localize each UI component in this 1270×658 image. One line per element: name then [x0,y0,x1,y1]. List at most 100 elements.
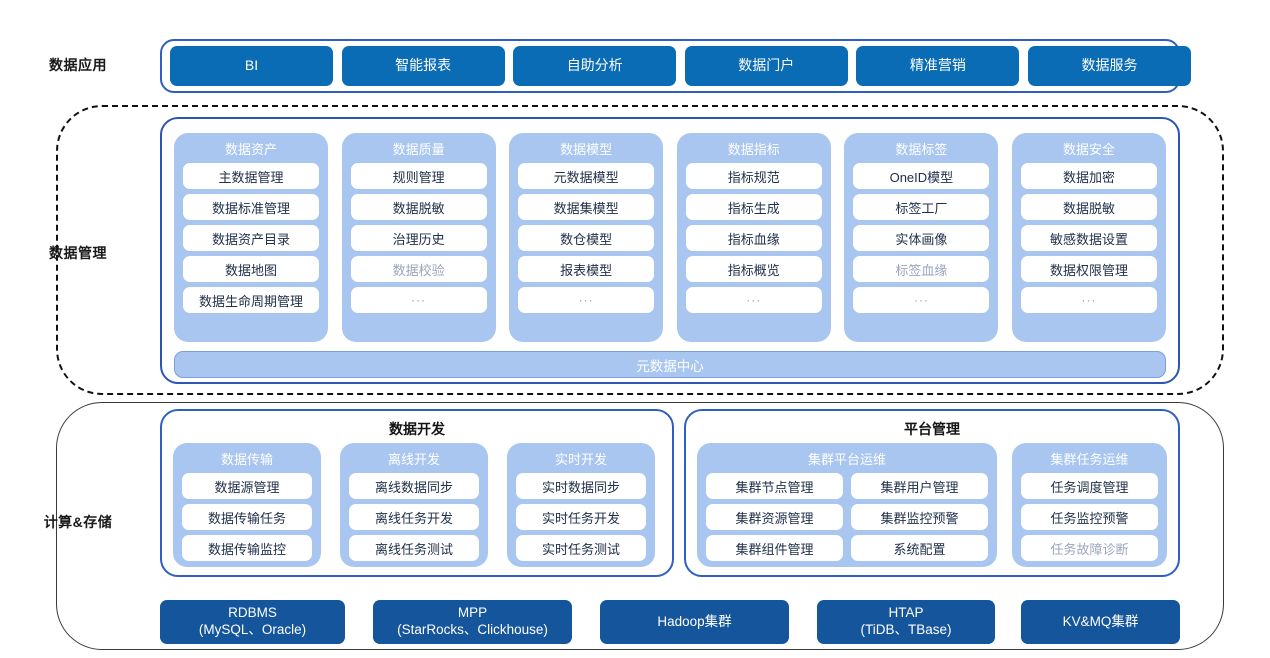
management-item[interactable]: 实体画像 [853,225,990,251]
management-group-title: 数据安全 [1062,142,1115,157]
management-group-3: 数据模型元数据模型数据集模型数仓模型报表模型··· [509,133,664,342]
data-development-group-title: 离线开发 [387,452,440,467]
platform-management-group-items: 任务调度管理任务监控预警任务故障诊断 [1012,473,1167,569]
application-button-2[interactable]: 智能报表 [341,46,505,86]
management-item[interactable]: 数据标准管理 [183,194,319,220]
management-group-2: 数据质量规则管理数据脱敏治理历史数据校验 ··· [341,133,496,342]
storage-button-name: Hadoop集群 [657,613,732,629]
management-group-items: OneID模型标签工厂实体画像标签血缘 ··· [844,163,998,321]
management-item[interactable]: 指标规范 [685,163,822,189]
management-item[interactable]: 数据资产目录 [183,225,319,251]
management-item[interactable]: 数据加密 [1021,163,1157,189]
management-group-4: 数据指标指标规范指标生成指标血缘指标概览 ··· [676,133,831,342]
management-item[interactable]: 数据权限管理 [1021,256,1157,282]
management-item[interactable]: 指标血缘 [685,225,822,251]
application-button-4[interactable]: 数据门户 [684,46,848,86]
management-item[interactable]: 主数据管理 [183,163,319,189]
data-development-group-items: 实时数据同步实时任务开发实时任务测试 [507,473,655,569]
management-item[interactable]: 指标概览 [685,256,822,282]
management-item[interactable]: 元数据模型 [518,163,655,189]
storage-button-5[interactable]: KV&MQ集群 [1021,600,1180,644]
management-group-6: 数据安全数据加密数据脱敏敏感数据设置数据权限管理 ··· [1012,133,1166,342]
row-label-compute-storage: 计算&存储 [43,514,113,530]
platform-management-item[interactable]: 集群节点管理 [706,473,843,499]
data-management-dashed-boundary [56,105,1224,395]
platform-management-item[interactable]: 任务调度管理 [1021,473,1158,499]
data-development-group-title: 数据传输 [220,452,273,467]
platform-management-item[interactable]: 任务故障诊断 [1021,535,1158,561]
storage-button-detail: (TiDB、TBase) [860,622,952,637]
data-development-item[interactable]: 数据源管理 [182,473,312,499]
data-development-group-3: 实时开发实时数据同步实时任务开发实时任务测试 [507,443,655,567]
management-item[interactable]: 指标生成 [685,194,822,220]
storage-button-name: HTAP [888,605,924,621]
platform-management-item[interactable]: 集群用户管理 [851,473,988,499]
management-item[interactable]: ··· [518,287,655,313]
data-development-group-1: 数据传输数据源管理数据传输任务数据传输监控 [173,443,321,567]
data-development-group-items: 数据源管理数据传输任务数据传输监控 [173,473,321,569]
platform-management-item[interactable]: 系统配置 [851,535,988,561]
row-label-application: 数据应用 [49,57,107,73]
storage-button-name: KV&MQ集群 [1062,613,1139,629]
management-item[interactable]: ··· [685,287,822,313]
storage-button-name: MPP [457,605,488,621]
data-development-group-title: 实时开发 [554,452,607,467]
platform-management-item[interactable]: 集群组件管理 [706,535,843,561]
management-item[interactable]: ··· [1021,287,1157,313]
storage-button-label: HTAP(TiDB、TBase) [860,605,951,639]
platform-management-item[interactable]: 集群资源管理 [706,504,843,530]
storage-button-3[interactable]: Hadoop集群 [600,600,789,644]
management-item[interactable]: ··· [350,287,487,313]
management-item[interactable]: 报表模型 [518,256,655,282]
application-button-6[interactable]: 数据服务 [1028,46,1191,86]
platform-management-group-1: 集群平台运维集群节点管理集群用户管理集群资源管理集群监控预警集群组件管理系统配置 [697,443,997,567]
management-item[interactable]: 数仓模型 [518,225,655,251]
management-item[interactable]: 治理历史 [350,225,487,251]
data-development-item[interactable]: 数据传输监控 [182,535,312,561]
management-item[interactable]: 标签血缘 [853,256,990,282]
platform-management-title: 平台管理 [904,421,960,437]
data-development-item[interactable]: 离线任务测试 [349,535,479,561]
management-item[interactable]: OneID模型 [853,163,990,189]
storage-button-label: Hadoop集群 [657,614,731,631]
management-item[interactable]: 数据地图 [183,256,319,282]
management-item[interactable]: 数据脱敏 [1021,194,1157,220]
management-group-title: 数据质量 [392,142,445,157]
platform-management-group-2: 集群任务运维任务调度管理任务监控预警任务故障诊断 [1012,443,1167,567]
storage-button-4[interactable]: HTAP(TiDB、TBase) [817,600,995,644]
data-development-item[interactable]: 离线任务开发 [349,504,479,530]
data-development-item[interactable]: 实时任务测试 [516,535,646,561]
management-item[interactable]: 数据生命周期管理 [183,287,319,313]
storage-button-name: RDBMS [228,605,277,621]
management-item[interactable]: 数据脱敏 [350,194,487,220]
data-development-item[interactable]: 离线数据同步 [349,473,479,499]
management-group-items: 主数据管理数据标准管理数据资产目录数据地图数据生命周期管理 [174,163,328,321]
management-group-items: 数据加密数据脱敏敏感数据设置数据权限管理 ··· [1012,163,1166,321]
management-item[interactable]: ··· [853,287,990,313]
metadata-center-bar[interactable]: 元数据中心 [174,351,1166,378]
application-button-5[interactable]: 精准营销 [856,46,1020,86]
application-button-1[interactable]: BI [170,46,333,86]
management-item[interactable]: 数据校验 [350,256,487,282]
management-item[interactable]: 规则管理 [350,163,487,189]
platform-management-item[interactable]: 集群监控预警 [851,504,988,530]
storage-button-2[interactable]: MPP(StarRocks、Clickhouse) [373,600,572,644]
storage-button-label: KV&MQ集群 [1063,614,1139,631]
management-group-title: 数据指标 [727,142,780,157]
data-development-item[interactable]: 实时任务开发 [516,504,646,530]
data-management-capsule [160,117,1180,384]
management-item[interactable]: 敏感数据设置 [1021,225,1157,251]
storage-button-1[interactable]: RDBMS(MySQL、Oracle) [160,600,345,644]
storage-button-detail: (MySQL、Oracle) [198,622,307,637]
management-item[interactable]: 标签工厂 [853,194,990,220]
data-development-group-2: 离线开发离线数据同步离线任务开发离线任务测试 [340,443,488,567]
management-item[interactable]: 数据集模型 [518,194,655,220]
data-development-item[interactable]: 数据传输任务 [182,504,312,530]
platform-management-item[interactable]: 任务监控预警 [1021,504,1158,530]
storage-button-detail: (StarRocks、Clickhouse) [397,622,548,637]
data-development-item[interactable]: 实时数据同步 [516,473,646,499]
application-button-3[interactable]: 自助分析 [513,46,677,86]
management-group-items: 元数据模型数据集模型数仓模型报表模型 ··· [509,163,663,321]
